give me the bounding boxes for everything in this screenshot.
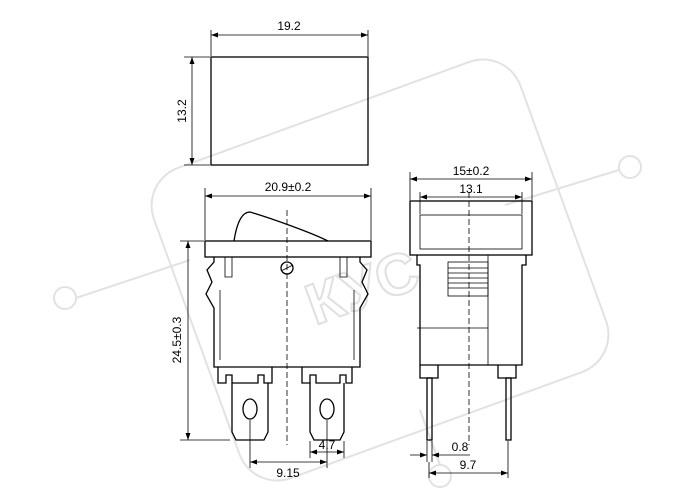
side-view-slots [447,261,489,297]
side-view-inner-width-label: 13.1 [459,182,483,196]
top-view-height-label: 13.2 [175,99,189,123]
top-view: 19.2 13.2 [175,19,369,166]
watermark: КУС [53,58,642,488]
front-view-pitch-label: 9.15 [276,466,300,480]
side-pin-left [426,377,433,441]
side-view: 15±0.2 13.1 0.8 9.7 [409,164,533,478]
top-view-outline [210,56,369,166]
side-pin-right [505,377,512,441]
watermark-text: КУС [297,237,427,337]
front-view-bezel [204,240,372,258]
top-view-width-label: 19.2 [277,19,301,33]
front-view-width-label: 20.9±0.2 [265,180,312,194]
side-view-pitch-label: 9.7 [460,458,477,472]
side-view-bezel [409,200,533,256]
front-view-rocker [233,211,329,242]
front-view: 20.9±0.2 24.5±0.3 9.15 4.7 [170,180,372,480]
side-view-outer-width-label: 15±0.2 [453,164,490,178]
side-view-pin-label: 0.8 [452,440,469,454]
front-view-terminal-label: 4.7 [319,438,336,452]
front-view-height-label: 24.5±0.3 [170,316,184,363]
